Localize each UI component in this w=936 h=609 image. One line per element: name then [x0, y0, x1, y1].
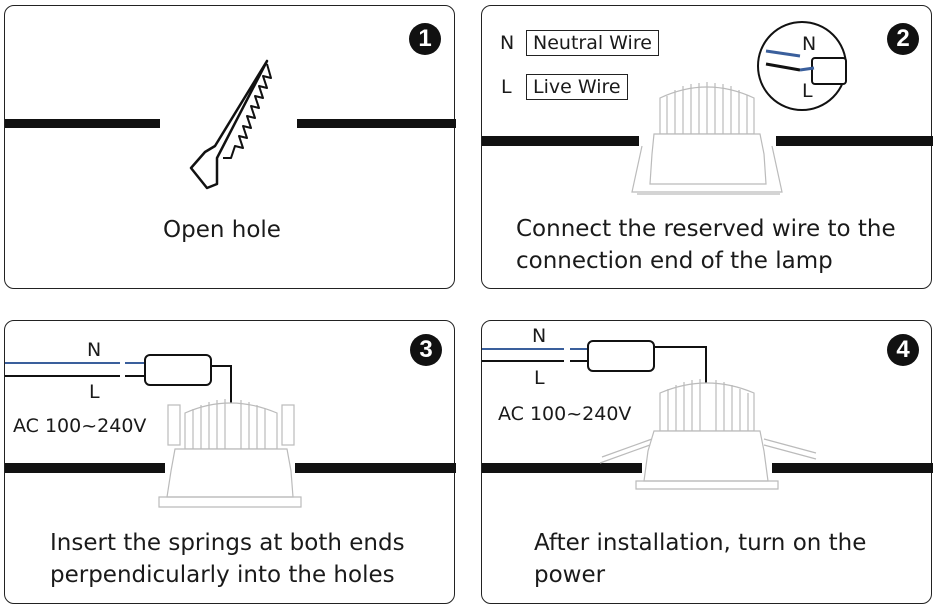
- neutral-wire-label: Neutral Wire: [526, 30, 659, 56]
- ceiling-right: [776, 136, 933, 146]
- driver-box: [144, 354, 212, 386]
- neutral-letter: N: [500, 32, 515, 54]
- saw-icon: [189, 59, 272, 190]
- step-3-caption-line-1: Insert the springs at both ends: [50, 530, 405, 556]
- step-4-caption-line-1: After installation, turn on the: [534, 530, 867, 556]
- lamp-wiring-illustration: [482, 21, 933, 195]
- ceiling-right: [295, 463, 456, 473]
- step-2-badge: 2: [887, 23, 919, 55]
- downlight-lamp: [631, 82, 783, 195]
- ceiling-right: [772, 463, 933, 473]
- step-3-panel: N L AC 100~240V 3 Insert the springs at …: [4, 320, 456, 604]
- step-1-caption: Open hole: [163, 217, 281, 243]
- downlight-lamp: [599, 379, 817, 490]
- step-4-caption-line-2: power: [534, 562, 606, 588]
- step-3-badge: 3: [410, 334, 442, 366]
- inset-live-letter: L: [802, 80, 813, 102]
- power-on-illustration: [482, 340, 933, 490]
- downlight-lamp: [158, 399, 302, 508]
- neutral-letter: N: [532, 325, 547, 347]
- ceiling-left: [482, 136, 639, 146]
- live-wire-label: Live Wire: [526, 74, 628, 100]
- ceiling-left: [5, 463, 165, 473]
- step-2-panel: N Neutral Wire L Live Wire N L 2 Connect…: [481, 5, 933, 289]
- voltage-label: AC 100~240V: [498, 403, 632, 425]
- ceiling-left: [482, 463, 642, 473]
- inset-neutral-letter: N: [802, 33, 817, 55]
- live-letter: L: [501, 76, 512, 98]
- step-4-panel: N L AC 100~240V 4 After installation, tu…: [481, 320, 933, 604]
- neutral-letter: N: [87, 339, 102, 361]
- voltage-label: AC 100~240V: [13, 415, 147, 437]
- spring-insertion-illustration: [5, 354, 456, 508]
- step-1-panel: 1 Open hole: [4, 5, 456, 289]
- step-1-badge: 1: [409, 23, 441, 55]
- live-letter: L: [89, 381, 100, 403]
- step-3-caption-line-2: perpendicularly into the holes: [50, 562, 395, 588]
- wiring-inset: [757, 21, 847, 111]
- saw-illustration: [5, 59, 456, 190]
- step-4-badge: 4: [887, 334, 919, 366]
- ceiling-left: [5, 119, 160, 128]
- step-2-caption-line-2: connection end of the lamp: [516, 248, 833, 274]
- live-letter: L: [534, 367, 545, 389]
- step-2-caption-line-1: Connect the reserved wire to the: [516, 216, 896, 242]
- ceiling-right: [297, 119, 456, 128]
- driver-box: [587, 340, 655, 372]
